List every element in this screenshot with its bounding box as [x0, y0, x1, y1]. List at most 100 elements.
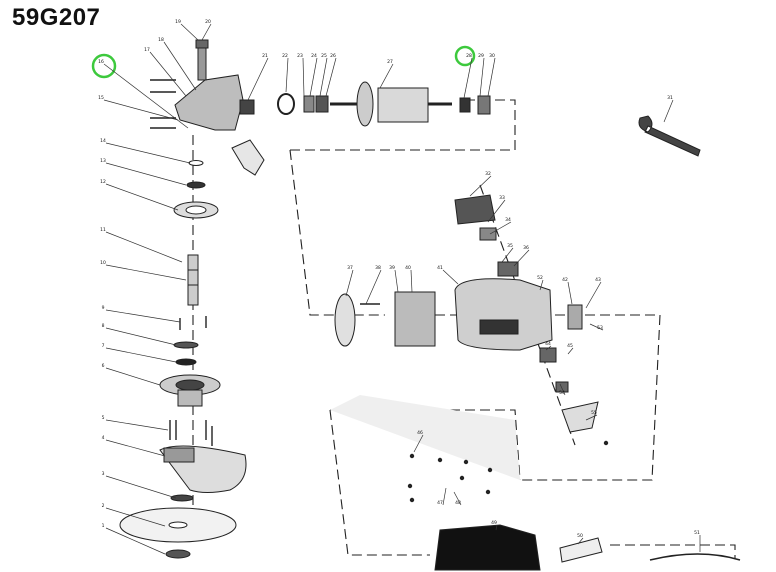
part-number-label: 45	[567, 343, 573, 349]
spindle-shaft	[187, 254, 199, 306]
washer	[188, 160, 204, 166]
part-number-label: 16	[98, 59, 104, 65]
part-number-label: 49	[491, 520, 497, 526]
ring	[173, 341, 199, 349]
leader-line	[379, 63, 394, 89]
leader-line	[105, 162, 187, 186]
motor-housing-group	[334, 194, 599, 433]
part-number-label: 51	[694, 530, 700, 536]
part-number-label: 42	[562, 277, 568, 283]
part-number-label: 11	[100, 227, 106, 233]
diagram-title: 59G207	[12, 4, 101, 31]
part-number-label: 19	[175, 19, 181, 25]
leader-line	[105, 142, 191, 164]
leader-line	[309, 57, 318, 97]
leader-line	[103, 99, 179, 121]
leader-line	[105, 439, 166, 457]
highlight-circle	[91, 53, 117, 79]
part-number-label: 3	[102, 471, 105, 477]
part-number-label: 29	[478, 53, 484, 59]
part-number-label: 35	[507, 243, 513, 249]
part-number-label: 37	[347, 265, 353, 271]
part-number-label: 31	[667, 95, 673, 101]
leader-line	[559, 383, 566, 396]
leader-line	[453, 491, 462, 506]
part-number-label: 14	[100, 138, 106, 144]
part-number-label: 13	[100, 158, 106, 164]
leader-line	[149, 51, 187, 97]
part-number-label: 15	[98, 95, 104, 101]
leader-line	[487, 199, 506, 223]
leader-line	[325, 57, 337, 97]
leader-line	[567, 281, 573, 305]
part-number-label: 40	[405, 265, 411, 271]
part-number-label: 50	[577, 533, 583, 539]
leader-line	[103, 63, 189, 129]
leader-line	[105, 264, 187, 281]
spindle-assembly	[119, 160, 247, 559]
part-number-label: 43	[595, 277, 601, 283]
flange-nut	[165, 549, 191, 559]
leader-line	[413, 434, 424, 453]
spanner-wrench	[638, 115, 701, 157]
leader-line	[105, 309, 181, 323]
armature-assembly	[239, 81, 491, 127]
part-number-label: 26	[330, 53, 336, 59]
motor-housing	[454, 278, 553, 351]
highlight-markers	[91, 45, 476, 79]
fan	[356, 81, 374, 127]
part-number-label: 30	[489, 53, 495, 59]
auxiliary-handle	[231, 139, 265, 176]
part-number-label: 28	[466, 53, 472, 59]
part-number-label: 1	[102, 523, 105, 529]
part-number-label: 32	[485, 171, 491, 177]
part-number-label: 55	[591, 410, 597, 416]
leader-line	[513, 249, 530, 267]
leader-line	[479, 57, 485, 97]
part-number-label: 46	[417, 430, 423, 436]
fan-baffle	[334, 293, 356, 347]
leader-line	[394, 269, 399, 293]
part-number-label: 52	[537, 275, 543, 281]
part-number-label: 39	[389, 265, 395, 271]
part-number-label: 22	[282, 53, 288, 59]
leader-line	[105, 527, 166, 555]
leader-line	[105, 507, 166, 527]
leader-line	[663, 99, 674, 123]
leader-line	[105, 367, 161, 386]
stator	[394, 291, 436, 347]
leader-line	[463, 57, 473, 99]
part-number-label: 7	[102, 343, 105, 349]
leader-line	[489, 221, 512, 235]
part-number-label: 2	[102, 503, 105, 509]
screws-left	[150, 79, 213, 446]
leader-line	[585, 281, 602, 309]
part-number-label: 20	[205, 19, 211, 25]
highlight-circle	[454, 45, 476, 67]
part-number-label: 44	[545, 341, 551, 347]
leader-line	[469, 175, 492, 197]
leader-line	[365, 269, 382, 305]
leader-line	[487, 57, 496, 97]
leader-line	[585, 414, 598, 421]
leader-line	[319, 57, 328, 97]
ring	[175, 358, 197, 366]
part-number-label: 24	[311, 53, 317, 59]
part-number-label: 8	[102, 323, 105, 329]
part-number-label: 41	[437, 265, 443, 271]
leader-line	[545, 345, 552, 351]
part-number-label: 47	[437, 500, 443, 506]
armature	[377, 87, 429, 123]
leader-line	[345, 269, 354, 297]
rear-handle	[434, 524, 741, 571]
part-number-label: 4	[102, 435, 105, 441]
cable-protector	[559, 537, 603, 563]
leader-line	[302, 57, 305, 97]
leader-line	[539, 279, 544, 291]
leader-line	[180, 23, 199, 41]
part-number-label: 17	[144, 47, 150, 53]
leader-line	[105, 475, 177, 499]
switch-cover	[454, 194, 496, 225]
